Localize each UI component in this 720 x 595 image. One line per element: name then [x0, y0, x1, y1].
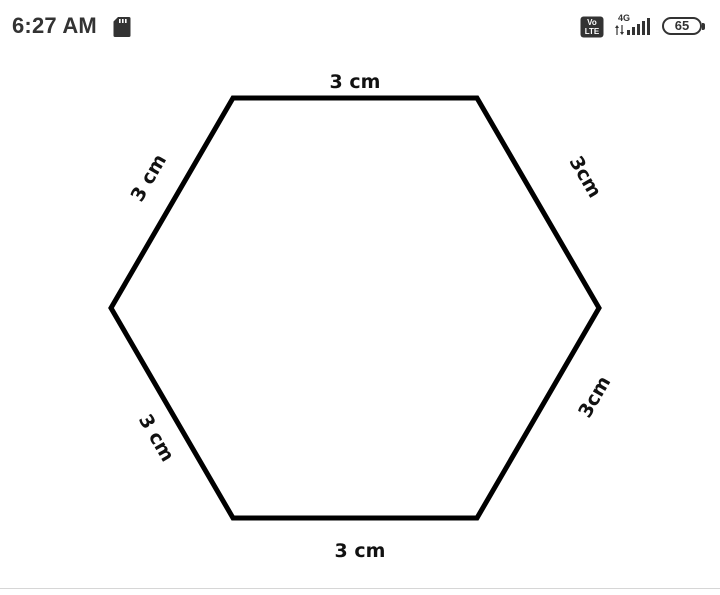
battery-icon: 65 — [662, 17, 706, 37]
volte-top-text: Vo — [587, 18, 597, 27]
signal-icon: 4G — [615, 13, 650, 35]
network-type-label: 4G — [618, 13, 630, 23]
side-label-top: 3 cm — [330, 71, 381, 93]
volte-icon: Vo LTE — [580, 16, 604, 38]
status-bar: 6:27 AM Vo LTE 4G 65 — [0, 0, 720, 56]
sd-card-icon — [113, 17, 131, 37]
side-label-bottom-right: 3cm — [574, 372, 615, 421]
side-label-top-right: 3cm — [565, 152, 606, 201]
side-label-bottom-left: 3 cm — [134, 410, 179, 465]
status-time: 6:27 AM — [12, 13, 97, 38]
bottom-divider — [0, 588, 720, 589]
volte-bottom-text: LTE — [585, 27, 600, 36]
battery-level: 65 — [674, 18, 690, 33]
side-label-bottom: 3 cm — [335, 540, 386, 562]
battery-cap — [702, 23, 705, 30]
battery-body — [662, 17, 702, 35]
hexagon-shape — [108, 95, 602, 521]
side-label-top-left: 3 cm — [127, 150, 172, 205]
